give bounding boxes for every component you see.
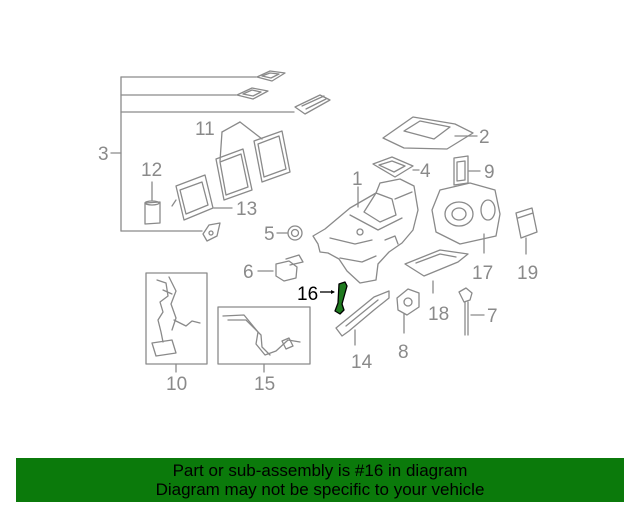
callout-9: 9 <box>484 162 495 183</box>
callout-8: 8 <box>398 342 409 363</box>
callout-2: 2 <box>479 127 490 148</box>
part-8 <box>396 288 420 334</box>
callout-11: 11 <box>195 119 215 140</box>
callout-3-leader <box>110 76 295 232</box>
callout-18: 18 <box>428 304 449 325</box>
part-18 <box>404 249 469 294</box>
part-9 <box>453 155 481 186</box>
banner-line-1: Part or sub-assembly is #16 in diagram <box>172 461 468 480</box>
callout-17: 17 <box>472 263 493 284</box>
callout-19: 19 <box>517 263 538 284</box>
part-14 <box>335 290 390 346</box>
callout-16: 16 <box>297 284 318 305</box>
filter-part-3c <box>294 94 331 115</box>
part-7 <box>458 287 485 336</box>
filter-part-3a <box>256 70 286 82</box>
callout-3: 3 <box>98 144 109 165</box>
filter-part-11 <box>215 121 291 201</box>
callout-10: 10 <box>166 374 187 395</box>
callout-1: 1 <box>352 169 363 190</box>
part-2 <box>382 116 478 150</box>
part-4 <box>372 156 420 178</box>
callout-12: 12 <box>141 160 162 181</box>
callout-14: 14 <box>351 352 373 373</box>
part-13 <box>171 174 233 221</box>
part-1-hvac-housing <box>312 178 419 284</box>
part-15-box <box>217 306 311 373</box>
part-10-box <box>145 272 208 373</box>
part-16-highlighted <box>320 281 348 315</box>
callout-7: 7 <box>487 306 498 327</box>
callout-5: 5 <box>264 224 275 245</box>
callout-15: 15 <box>254 374 275 395</box>
filter-part-3b <box>236 87 269 100</box>
part-6 <box>257 254 304 282</box>
info-banner: Part or sub-assembly is #16 in diagram D… <box>16 458 624 502</box>
callout-6: 6 <box>243 262 254 283</box>
banner-line-2: Diagram may not be specific to your vehi… <box>155 480 485 499</box>
part-12 <box>144 181 161 225</box>
callout-13: 13 <box>236 199 257 220</box>
part-19 <box>515 207 538 255</box>
filter-part-3d <box>202 222 221 242</box>
part-5 <box>276 225 303 241</box>
callout-4: 4 <box>420 161 431 182</box>
part-17-blower <box>431 182 501 254</box>
